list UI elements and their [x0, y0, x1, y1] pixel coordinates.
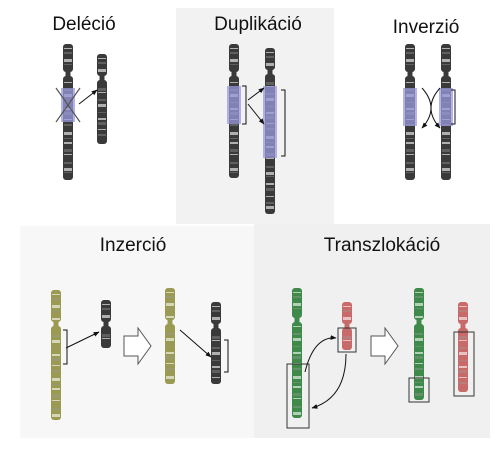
translocation-box-green [286, 363, 310, 429]
deletion-chromosome-result [97, 54, 107, 144]
translocation-result-box-green [453, 331, 475, 397]
duplication-chromosome-result [263, 48, 277, 214]
translocation-arrow-down [311, 353, 347, 409]
translocation-chromosome-red [342, 302, 352, 350]
duplication-arrow-down [247, 103, 265, 125]
inversion-arc-right [421, 87, 432, 129]
inversion-arc-left [430, 87, 441, 129]
title-translocation: Transzlokáció [323, 235, 441, 256]
insertion-chromosome-small [101, 300, 111, 348]
translocation-result-box-red [408, 377, 430, 403]
translocation-arrow-up [304, 335, 337, 373]
insertion-chromosome-large [51, 290, 61, 420]
insertion-result-large [165, 288, 175, 384]
title-inversion: Inverzió [392, 17, 460, 38]
inversion-bracket [451, 89, 456, 125]
duplication-bracket-right [281, 89, 286, 157]
panel-duplication-bg [176, 8, 334, 224]
translocation-result-green [414, 288, 424, 400]
insertion-result-small [211, 302, 221, 384]
duplication-chromosome-original [227, 44, 241, 178]
deletion-cross [55, 87, 81, 123]
title-duplication: Duplikáció [214, 14, 302, 35]
duplication-arrow-up [247, 87, 265, 101]
insertion-result-bracket [224, 339, 229, 373]
title-deletion: Deléció [52, 14, 116, 35]
insertion-result-arrow [179, 329, 212, 358]
title-insertion: Inzerció [99, 235, 167, 256]
deletion-arrow [78, 89, 98, 105]
insertion-arrow [65, 331, 100, 349]
translocation-result-red [458, 302, 468, 392]
inversion-chromosome-result [439, 44, 453, 180]
inversion-chromosome-original [403, 44, 417, 180]
insertion-big-arrow [123, 326, 152, 366]
duplication-bracket-left [242, 85, 247, 125]
translocation-chromosome-green [292, 288, 302, 418]
translocation-big-arrow [370, 326, 399, 366]
translocation-box-red [337, 327, 357, 353]
